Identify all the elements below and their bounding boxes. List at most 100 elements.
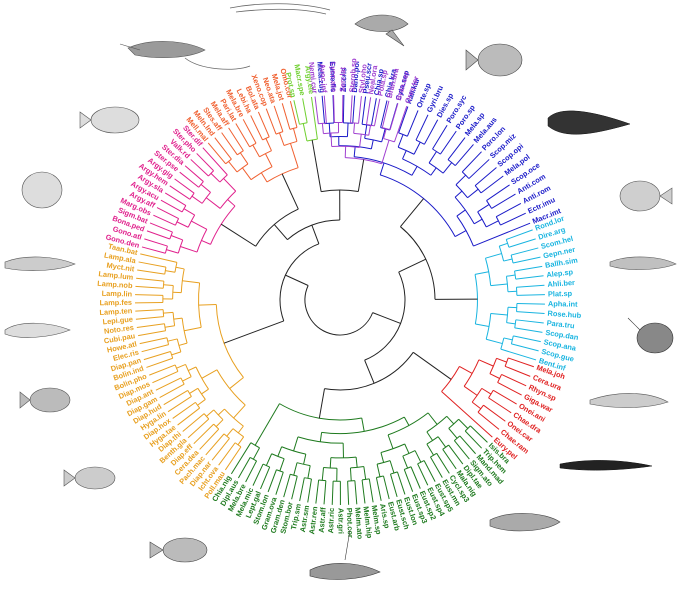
branch-orange (199, 428, 220, 450)
branch-green (458, 418, 469, 429)
branch-blue (454, 190, 463, 198)
branch-orange (163, 311, 174, 314)
branch-cyan (513, 335, 541, 343)
branch-magenta (179, 171, 199, 188)
branch-arc-green (376, 460, 391, 465)
branch-orange (135, 309, 164, 312)
branch-green (376, 463, 381, 477)
branch-red (508, 357, 534, 368)
branch-orange (167, 338, 178, 342)
branch-blue (328, 123, 331, 137)
branch-purple (314, 96, 319, 124)
branch-orange (163, 284, 174, 287)
branch-arc-green (350, 466, 364, 469)
branch-cyan (485, 253, 502, 259)
branch-green (307, 478, 312, 503)
branch-coral (214, 137, 232, 160)
branch-arc-purple (323, 132, 339, 135)
branch-green (321, 467, 325, 481)
branch-arc-blue (428, 162, 444, 174)
branch-green (361, 417, 365, 432)
branch-orange (163, 390, 188, 406)
branch-green (382, 475, 390, 500)
branch-arc-coral (283, 140, 298, 146)
tip-label: Eume.fis (328, 61, 338, 92)
fish-illustration-left-6 (79, 106, 140, 134)
fish-illustration-top-left (119, 41, 206, 59)
branch-cyan (503, 337, 513, 341)
branch-arc-coral (249, 142, 257, 148)
branch-red (504, 365, 531, 377)
branch-arc-magenta (181, 205, 187, 213)
branch-arc-cyan (505, 276, 509, 292)
branch-lightgreen (310, 96, 318, 140)
branch-arc-coral (250, 166, 273, 181)
branch-magenta (176, 221, 189, 228)
branch-red (477, 411, 500, 430)
branch-cyan (516, 284, 545, 288)
branch-green (260, 466, 271, 490)
branch-green (426, 431, 433, 441)
fish-illustration-bottom-center (309, 529, 381, 580)
branch-magenta (156, 207, 179, 219)
branch-magenta (141, 246, 166, 254)
branch-cyan (514, 327, 543, 333)
branch-blue (364, 124, 368, 139)
branch-red (483, 404, 506, 422)
branch-purple (393, 106, 408, 143)
branch-arc-purple (353, 132, 369, 136)
tip-label: Melm.hip (361, 506, 374, 539)
branch-arc-orange (197, 388, 206, 400)
branch-blue (332, 95, 335, 124)
branch-arc-blue (495, 216, 501, 226)
branch-orange (175, 266, 185, 270)
branch-green (361, 479, 366, 504)
fish-illustration-right-lower (589, 393, 669, 408)
branch-orange (218, 442, 236, 466)
branch-cyan (511, 247, 539, 256)
backbone-branch (400, 198, 424, 227)
fish-illustration-top-right (465, 43, 523, 77)
branch-orange (141, 344, 169, 353)
backbone-branch (398, 258, 427, 273)
tip-label: Myct.nit (106, 261, 135, 274)
backbone-branch (281, 173, 299, 210)
branch-cyan (516, 294, 545, 296)
branch-coral (281, 103, 291, 130)
branch-blue (474, 167, 497, 186)
branch-orange (188, 366, 197, 372)
branch-blue (352, 95, 356, 124)
branch-arc-cyan (514, 270, 517, 280)
backbone-branch (364, 359, 375, 384)
branch-orange (171, 351, 182, 356)
branch-blue (477, 204, 490, 213)
branch-blue (379, 162, 385, 175)
backbone-branch (412, 351, 452, 380)
backbone-branch (318, 388, 325, 419)
fish-illustration-right-round (619, 180, 673, 212)
branch-green (303, 454, 307, 465)
tip-label: Lamp.fes (99, 298, 132, 307)
branch-green (403, 416, 410, 426)
backbone-branch (273, 224, 288, 240)
branch-arc-green (249, 456, 257, 462)
branch-green (291, 475, 298, 500)
branch-magenta (210, 173, 221, 183)
branch-orange (226, 428, 234, 437)
branch-green (442, 449, 457, 470)
branch-blue (398, 106, 409, 134)
branch-magenta (160, 199, 183, 213)
branch-arc-green (323, 466, 337, 469)
branch-green (453, 440, 470, 460)
branch-magenta (149, 222, 173, 233)
tip-label: Zu.cris (339, 68, 348, 92)
tip-label: Phot.cor (345, 508, 355, 538)
fish-illustration-left-1 (63, 466, 116, 490)
branch-coral (264, 153, 273, 167)
branch-orange (155, 377, 182, 391)
tip-label: Para.tru (546, 318, 575, 330)
tip-label: Astr.ren (307, 505, 319, 534)
tip-label: Lamp.lum (98, 269, 134, 282)
branch-blue (430, 167, 437, 176)
branch-green (414, 450, 422, 463)
